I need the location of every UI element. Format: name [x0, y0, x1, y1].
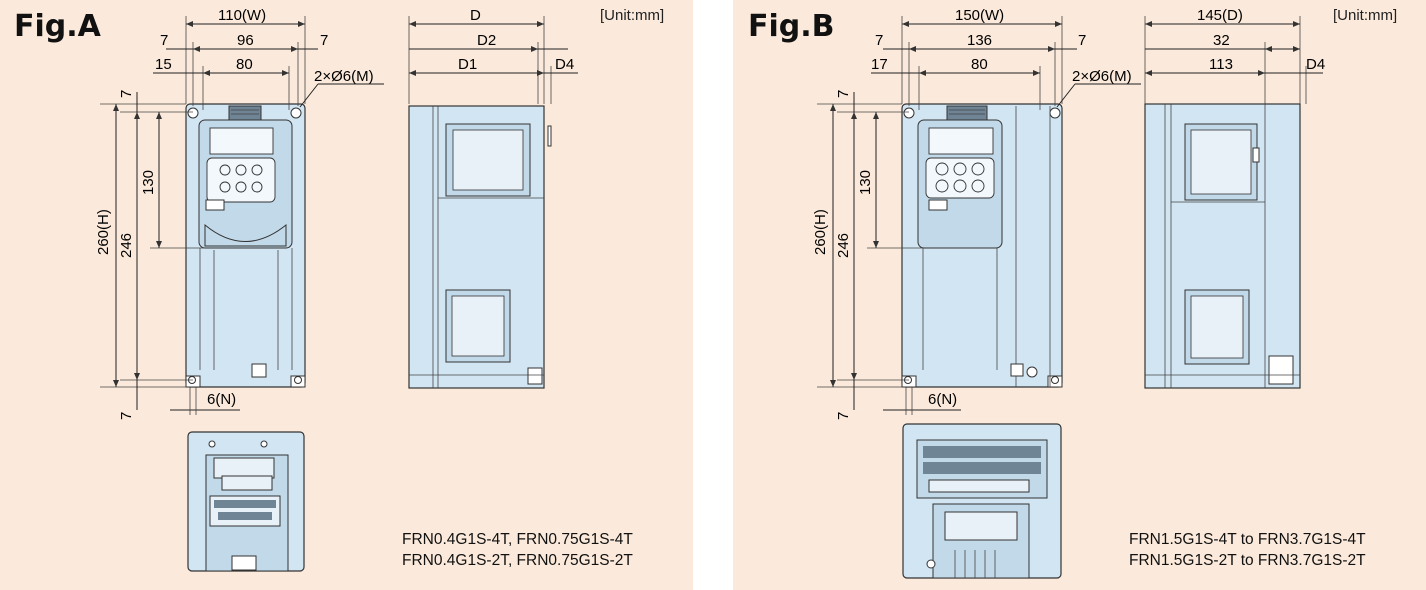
- dim-d4-a: D4: [555, 56, 575, 73]
- dim-inner-width-a: 96: [237, 32, 254, 49]
- model-line: FRN1.5G1S-4T to FRN3.7G1S-4T: [1129, 531, 1366, 548]
- figure-b-unit-label: [Unit:mm]: [1333, 7, 1398, 24]
- dim-slot-a: 6(N): [207, 391, 237, 408]
- dim-holes-b: 2×Ø6(M): [1072, 68, 1132, 85]
- dim-hole-spacing-b: 80: [971, 56, 988, 73]
- model-line: FRN1.5G1S-2T to FRN3.7G1S-2T: [1129, 552, 1366, 569]
- dim-margin-left-b: 7: [875, 32, 884, 49]
- figure-a-unit-label: [Unit:mm]: [600, 7, 665, 24]
- figure-b-title: Fig.B: [748, 9, 835, 44]
- dim-top-margin-a: 7: [118, 89, 135, 98]
- dim-holes-a: 2×Ø6(M): [314, 68, 374, 85]
- dim-d2-b: 32: [1213, 32, 1230, 49]
- dim-d1-b: 113: [1209, 56, 1233, 73]
- bottom-view-a: [187, 431, 305, 572]
- side-view-b: [1144, 103, 1301, 389]
- dim-inner-height-b: 246: [835, 232, 852, 258]
- dim-inner-width-b: 136: [967, 32, 993, 49]
- dim-bottom-margin-b: 7: [835, 411, 852, 420]
- figure-a-drawing: [100, 16, 578, 572]
- front-dimensions-a: [100, 16, 384, 415]
- dim-depth-a: D: [470, 7, 481, 24]
- dim-d4-b: D4: [1306, 56, 1326, 73]
- side-view-a: [408, 105, 552, 389]
- figure-a-title: Fig.A: [14, 9, 101, 44]
- dim-keypad-height-b: 130: [857, 169, 874, 195]
- side-dimensions-b: [1144, 16, 1323, 104]
- dim-margin-right-a: 7: [320, 32, 329, 49]
- model-line: FRN0.4G1S-2T, FRN0.75G1S-2T: [402, 552, 633, 569]
- side-dimensions-a: [408, 16, 578, 104]
- figure-a-panel: Fig.A [Unit:mm]: [0, 0, 693, 590]
- figure-b-models: FRN1.5G1S-4T to FRN3.7G1S-4T FRN1.5G1S-2…: [1129, 529, 1366, 571]
- dim-hole-spacing-a: 80: [236, 56, 253, 73]
- figure-b-drawing: [817, 16, 1323, 579]
- dim-width-a: 110(W): [218, 7, 267, 24]
- dim-keypad-height-a: 130: [140, 169, 157, 195]
- dim-margin-left-a: 7: [160, 32, 169, 49]
- dim-height-a: 260(H): [95, 209, 112, 255]
- dim-width-b: 150(W): [955, 7, 1005, 24]
- front-dimensions-b: [817, 16, 1141, 415]
- figure-b-panel: Fig.B [Unit:mm]: [733, 0, 1426, 590]
- front-view-b: [901, 103, 1063, 388]
- dim-hole-offset-a: 15: [155, 56, 172, 73]
- dim-margin-right-b: 7: [1078, 32, 1087, 49]
- dim-bottom-margin-a: 7: [118, 411, 135, 420]
- dim-inner-height-a: 246: [118, 232, 135, 258]
- figure-a-models: FRN0.4G1S-4T, FRN0.75G1S-4T FRN0.4G1S-2T…: [402, 529, 633, 571]
- dim-d1-a: D1: [458, 56, 478, 73]
- front-view-a: [185, 103, 306, 388]
- dim-d2-a: D2: [477, 32, 497, 49]
- dim-slot-b: 6(N): [928, 391, 958, 408]
- dim-hole-offset-b: 17: [871, 56, 888, 73]
- bottom-view-b: [902, 423, 1062, 579]
- dim-height-b: 260(H): [812, 209, 829, 255]
- model-line: FRN0.4G1S-4T, FRN0.75G1S-4T: [402, 531, 633, 548]
- dim-top-margin-b: 7: [835, 89, 852, 98]
- dim-depth-b: 145(D): [1197, 7, 1243, 24]
